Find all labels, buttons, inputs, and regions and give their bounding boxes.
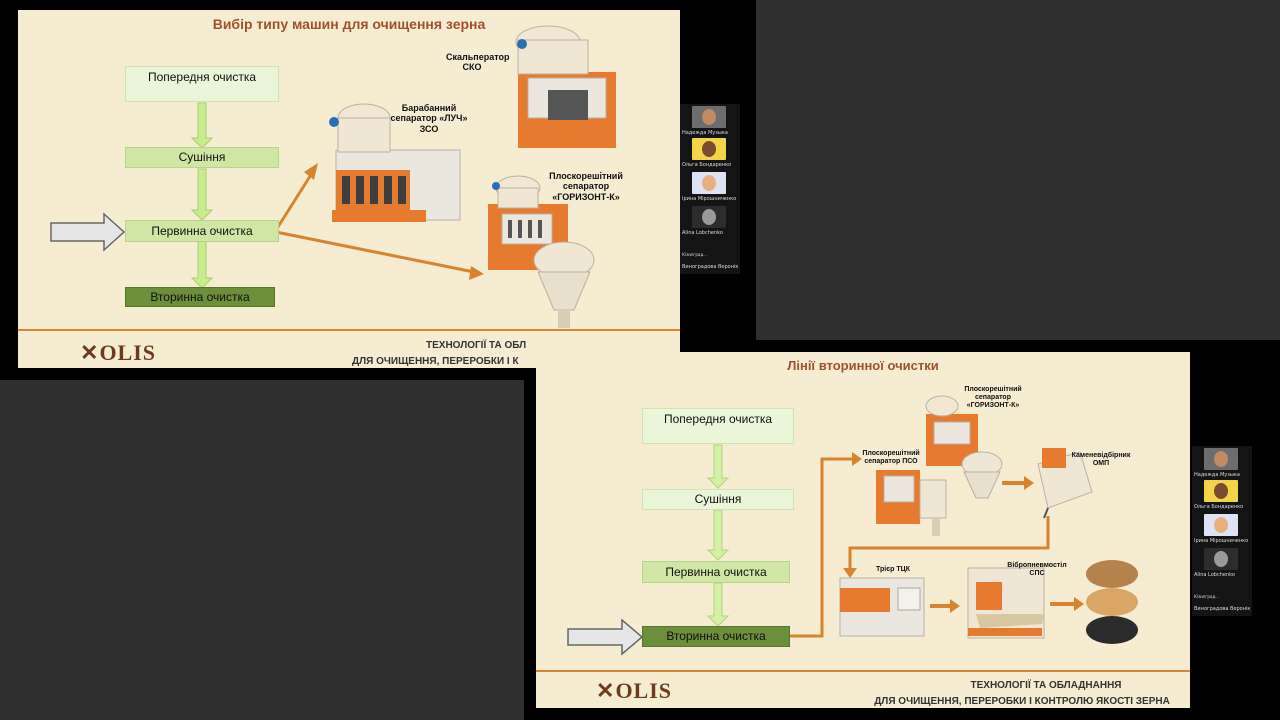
- flow-step-drying: Сушіння: [125, 147, 279, 168]
- participant-video-4[interactable]: [692, 206, 726, 228]
- slide2-title: Лінії вторинної очистки: [787, 358, 939, 373]
- label-pso: Плоскорешітний сепаратор ПСО: [862, 450, 920, 466]
- participant-gallery-1: Надежда Музыка Ольга Бондаренко Ірина Мі…: [680, 104, 740, 274]
- participant2-video-1[interactable]: [1204, 448, 1238, 470]
- sps-table-image: [967, 567, 1045, 639]
- slide2-footer-line: [536, 670, 1190, 672]
- participant2-name-3: Ірина Мірошниченко: [1194, 538, 1249, 544]
- slide2-logo-text: OLIS: [615, 678, 673, 703]
- participant-video-2[interactable]: [692, 138, 726, 160]
- participant-name-5: Кізилград...: [682, 252, 707, 257]
- participant2-name-6: Виноградова Вероніка: [1194, 606, 1250, 612]
- shared-slide-1: Вибір типу машин для очищення зерна Попе…: [18, 10, 680, 368]
- participant2-video-3[interactable]: [1204, 514, 1238, 536]
- empty-tile-left-bottom: [0, 380, 524, 720]
- label-tck: Трієр ТЦК: [876, 566, 910, 573]
- participant-name-6: Виноградова Вероніка: [682, 264, 738, 270]
- label-omp: Каменевідбірник ОМП: [1071, 452, 1131, 468]
- label-horizon: Плоскорешітний сепаратор «ГОРИЗОНТ-К»: [964, 386, 1022, 410]
- participant-name-3: Ірина Мірошниченко: [682, 196, 737, 202]
- participant-video-3[interactable]: [692, 172, 726, 194]
- label-drum-separator: Барабанний сепаратор «ЛУЧ» ЗСО: [390, 103, 468, 134]
- slide2-footer-line2: ДЛЯ ОЧИЩЕННЯ, ПЕРЕРОБКИ І КОНТРОЛЮ ЯКОСТ…: [874, 696, 1170, 707]
- omp-destoner-image: [1037, 448, 1093, 519]
- grain-piles-image: [1086, 560, 1138, 644]
- flow2-step-pre-cleaning: Попередня очистка: [642, 408, 794, 444]
- participant2-name-4: Alina Lobchenko: [1194, 572, 1235, 578]
- flow-step-secondary-cleaning: Вторинна очистка: [125, 287, 275, 307]
- scalper-image: [515, 25, 616, 148]
- participant2-video-2[interactable]: [1204, 480, 1238, 502]
- participant-name-4: Alina Lobchenko: [682, 230, 723, 236]
- slide1-logo-text: OLIS: [99, 340, 157, 365]
- shared-slide-2: Лінії вторинної очистки Попередня очистк…: [536, 352, 1190, 708]
- slide2-footer-line1: ТЕХНОЛОГІЇ ТА ОБЛАДНАННЯ: [970, 680, 1122, 691]
- flow-step-primary-cleaning: Первинна очистка: [125, 220, 279, 242]
- slide1-logo: ✕OLIS: [80, 340, 157, 365]
- flat-separator-image: [488, 175, 595, 328]
- participant2-name-1: Надежда Музыка: [1194, 472, 1240, 478]
- slide1-footer-line: [18, 329, 680, 331]
- participant2-name-5: Кізилград...: [1194, 594, 1219, 599]
- slide1-title: Вибір типу машин для очищення зерна: [212, 16, 486, 32]
- flow2-step-primary-cleaning: Первинна очистка: [642, 561, 790, 583]
- slide1-footer-line1: ТЕХНОЛОГІЇ ТА ОБЛ: [426, 340, 527, 351]
- slide2-logo: ✕OLIS: [596, 678, 673, 703]
- horizon-separator-image: [925, 395, 1003, 499]
- label-sps: Вібропневмостіл СПС: [1007, 562, 1067, 578]
- slide2-graphics: [567, 395, 1138, 656]
- pso-separator-image: [876, 470, 947, 536]
- participant-name-2: Ольга Бондаренко: [682, 162, 732, 168]
- participant2-video-4[interactable]: [1204, 548, 1238, 570]
- flow-step-pre-cleaning: Попередня очистка: [125, 66, 279, 102]
- empty-tile-right-top: [756, 0, 1280, 340]
- participant-name-1: Надежда Музыка: [682, 130, 728, 136]
- label-flat-separator: Плоскорешітний сепаратор «ГОРИЗОНТ-К»: [549, 171, 623, 202]
- slide1-graphics: [50, 25, 616, 328]
- tck-trier-image: [839, 577, 925, 637]
- participant-gallery-2: Надежда Музыка Ольга Бондаренко Ірина Мі…: [1192, 446, 1252, 616]
- flow2-step-secondary-cleaning: Вторинна очистка: [642, 626, 790, 647]
- participant-video-1[interactable]: [692, 106, 726, 128]
- participant2-name-2: Ольга Бондаренко: [1194, 504, 1244, 510]
- drum-separator-image: [329, 103, 461, 222]
- slide1-footer-line2: ДЛЯ ОЧИЩЕННЯ, ПЕРЕРОБКИ І К: [352, 356, 519, 367]
- label-scalper: Скальператор СКО: [446, 52, 510, 73]
- flow2-step-drying: Сушіння: [642, 489, 794, 510]
